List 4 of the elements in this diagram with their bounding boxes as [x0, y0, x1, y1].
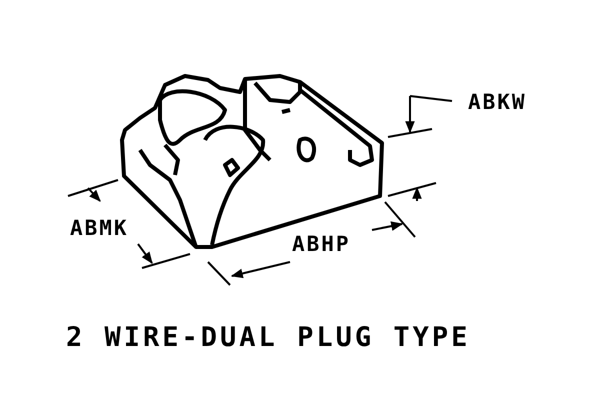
dimension-label: ABKW [468, 90, 527, 114]
dimension-label: ABMK [70, 216, 129, 240]
caption: 2 WIRE-DUAL PLUG TYPE [66, 322, 470, 353]
dimension-label: ABHP [292, 232, 351, 256]
